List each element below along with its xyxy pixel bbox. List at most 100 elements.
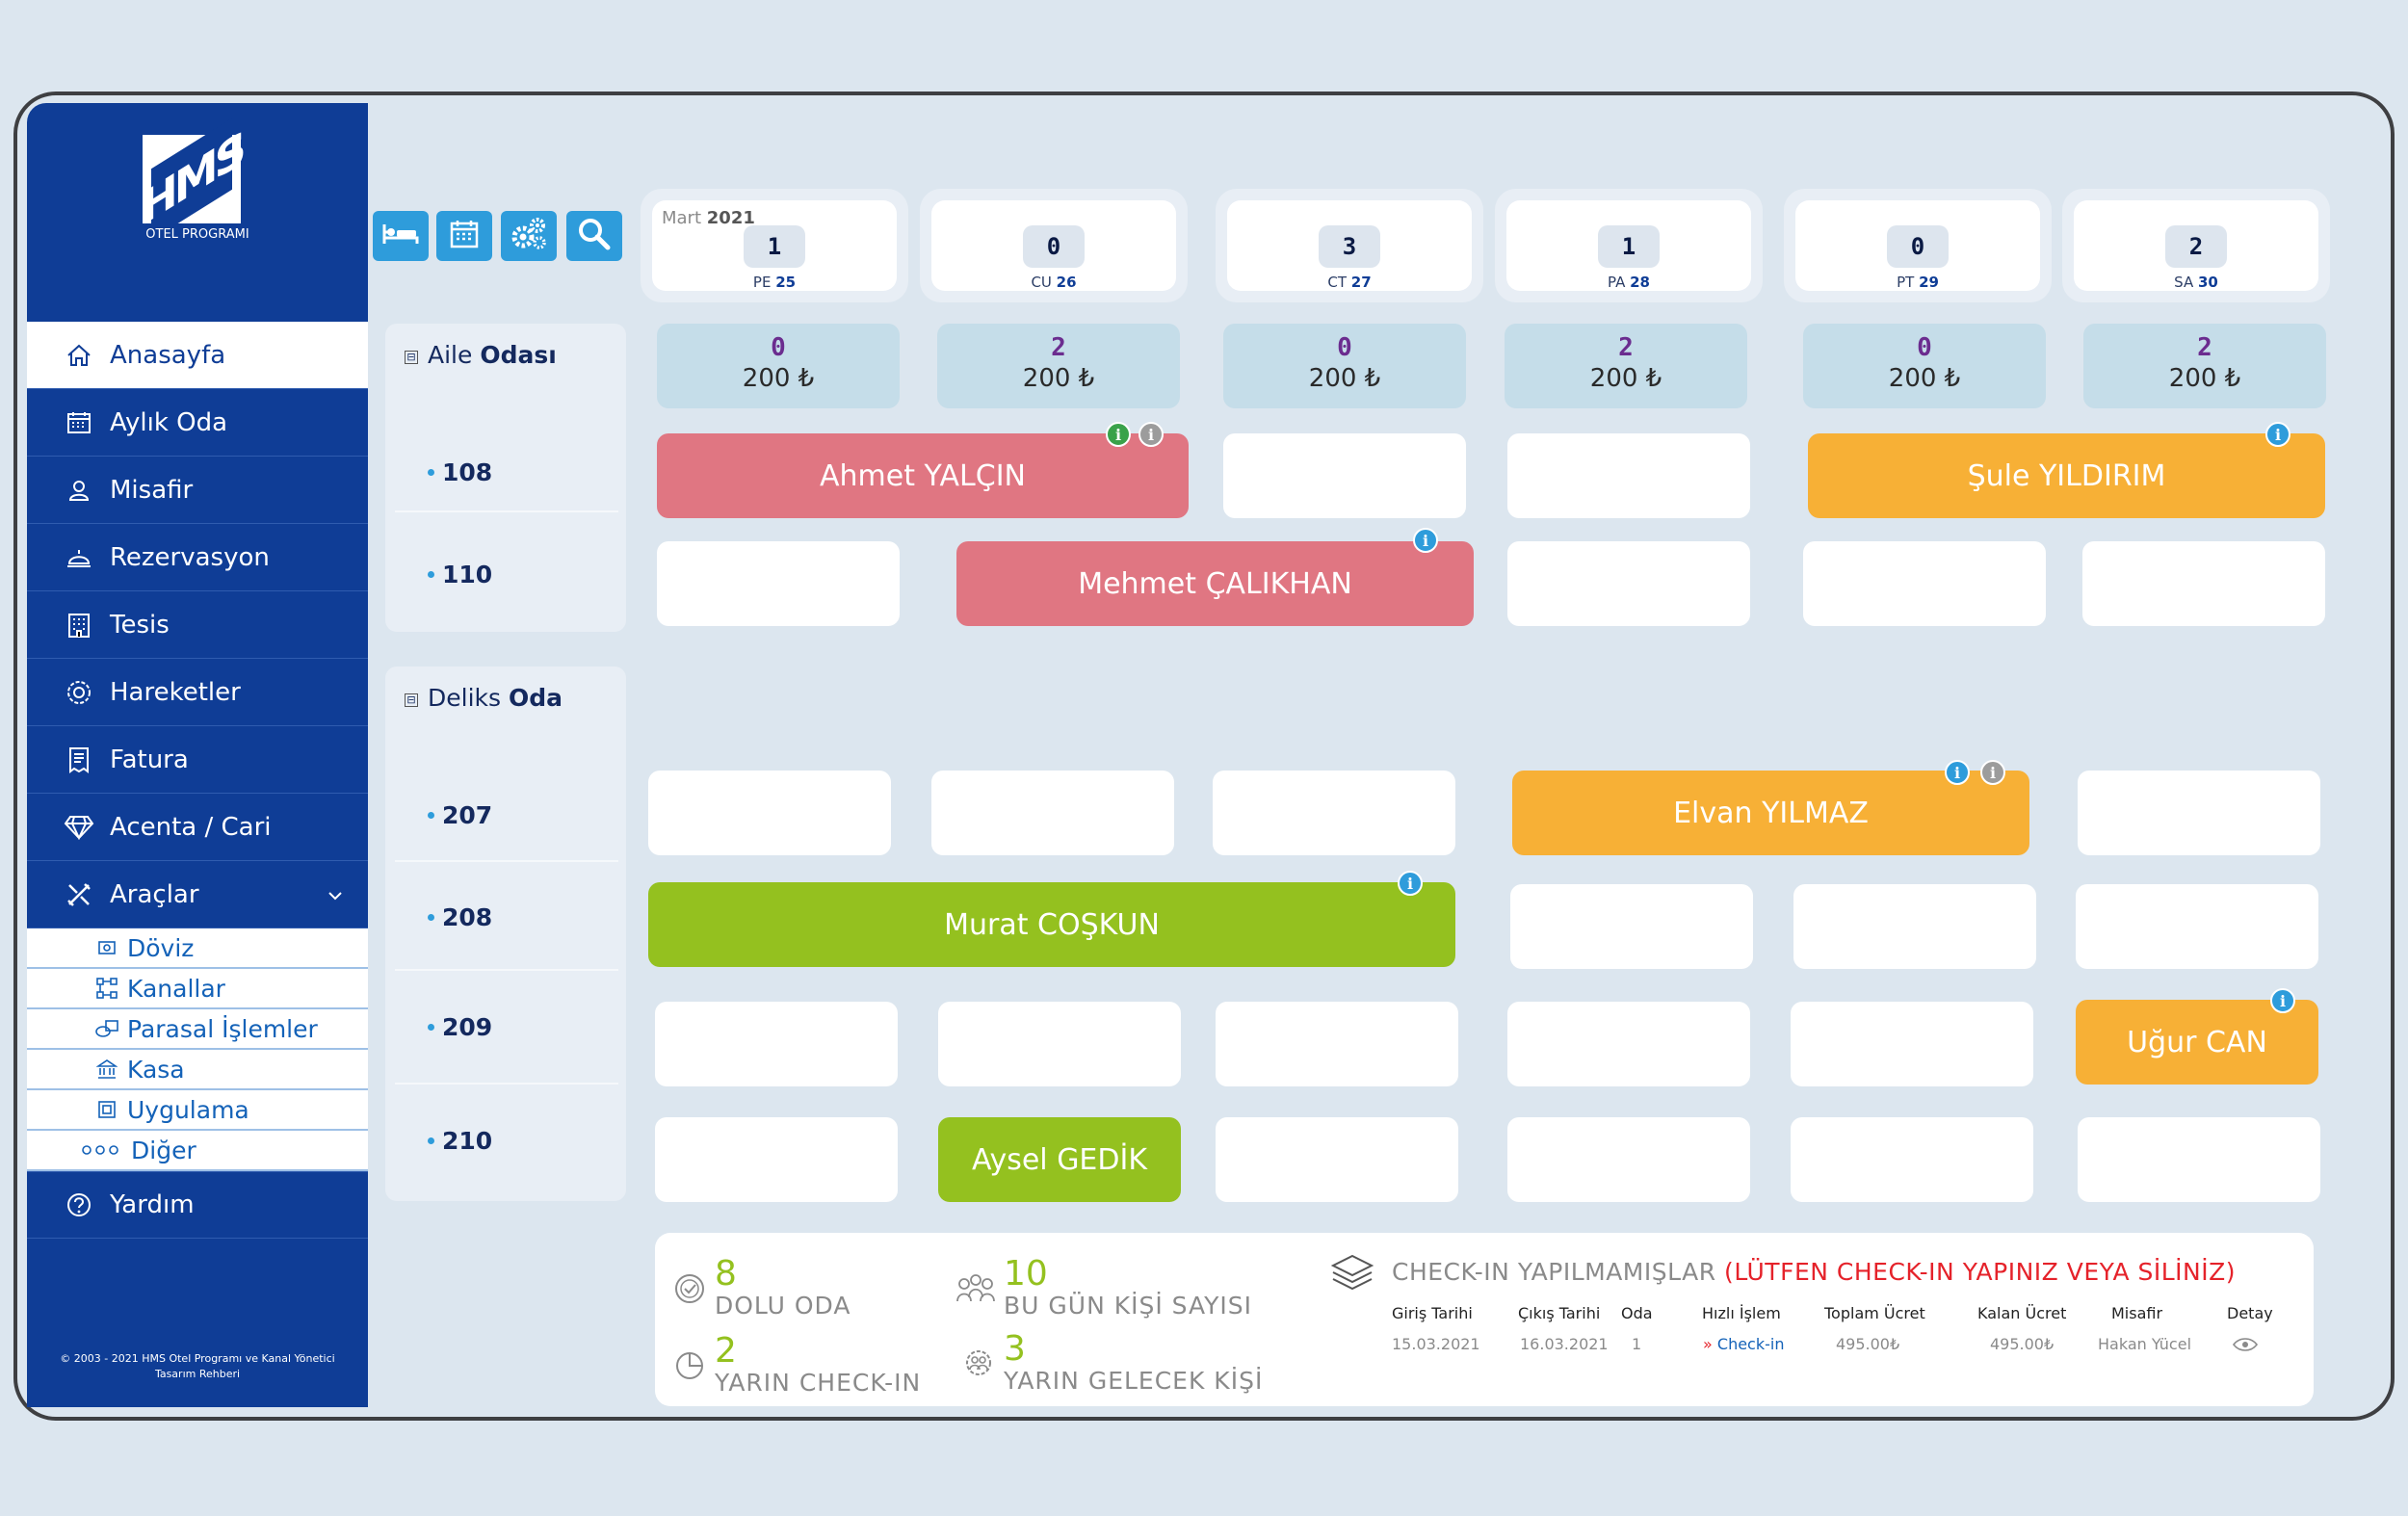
settings-button[interactable]: [501, 211, 557, 261]
info-icon[interactable]: i: [2265, 422, 2290, 447]
bank-icon: [94, 1057, 119, 1082]
chevron-down-icon[interactable]: [327, 882, 343, 906]
booking-bar[interactable]: Uğur CAN: [2076, 1000, 2318, 1085]
search-button[interactable]: [566, 211, 622, 261]
guest-last-name: CAN: [2205, 1025, 2267, 1059]
empty-cell[interactable]: [2082, 541, 2325, 626]
day-card[interactable]: 1 PA 28: [1495, 189, 1763, 302]
room-number[interactable]: 209: [428, 1013, 492, 1041]
empty-cell[interactable]: [1507, 1117, 1750, 1202]
sidebar-item-label: Fatura: [110, 745, 189, 774]
subitem-label: Kasa: [127, 1055, 185, 1084]
home-icon: [64, 340, 94, 371]
room-number[interactable]: 207: [428, 801, 492, 829]
sidebar-item-tesis[interactable]: Tesis: [27, 591, 368, 659]
sidebar-item-araclar[interactable]: Araçlar: [27, 861, 368, 928]
day-label: PA 28: [1506, 274, 1751, 291]
paren: ): [2225, 1258, 2237, 1286]
building-icon: [64, 610, 94, 640]
room-number[interactable]: 108: [428, 458, 492, 486]
rooms-view-button[interactable]: [373, 211, 429, 261]
booking-bar[interactable]: Elvan YILMAZ: [1512, 771, 2029, 855]
sidebar-item-acenta-cari[interactable]: Acenta / Cari: [27, 794, 368, 861]
subitem-uygulama[interactable]: Uygulama: [27, 1090, 368, 1131]
sidebar-item-label: Tesis: [110, 610, 170, 640]
eye-icon[interactable]: [2232, 1337, 2259, 1356]
sidebar-item-yardim[interactable]: Yardım: [27, 1171, 368, 1239]
empty-cell[interactable]: [1507, 541, 1750, 626]
subitem-doviz[interactable]: Döviz: [27, 928, 368, 969]
room-price: 200 ₺: [1308, 364, 1381, 393]
room-number[interactable]: 210: [428, 1127, 492, 1155]
room-group-title[interactable]: ⊟Aile Odası: [405, 341, 557, 369]
sidebar-item-fatura[interactable]: Fatura: [27, 726, 368, 794]
empty-cell[interactable]: [1213, 771, 1455, 855]
collapse-icon[interactable]: ⊟: [405, 693, 418, 707]
empty-cell[interactable]: [1510, 884, 1753, 969]
subitem-diger[interactable]: Diğer: [27, 1131, 368, 1171]
collapse-icon[interactable]: ⊟: [405, 351, 418, 364]
empty-cell[interactable]: [1223, 433, 1466, 518]
empty-cell[interactable]: [1791, 1117, 2033, 1202]
channels-icon: [94, 976, 119, 1001]
remaining-amount: 495.00₺: [1990, 1335, 2055, 1353]
room-number-text: 208: [442, 903, 493, 931]
booking-bar[interactable]: Mehmet ÇALIKHAN: [956, 541, 1474, 626]
sidebar-item-rezervasyon[interactable]: Rezervasyon: [27, 524, 368, 591]
empty-cell[interactable]: [1791, 1002, 2033, 1086]
day-card[interactable]: Mart 2021 1 PE 25: [641, 189, 908, 302]
empty-cell[interactable]: [1507, 1002, 1750, 1086]
sidebar-item-hareketler[interactable]: Hareketler: [27, 659, 368, 726]
empty-cell[interactable]: [1507, 433, 1750, 518]
calendar-view-button[interactable]: [436, 211, 492, 261]
day-card[interactable]: 0 CU 26: [920, 189, 1188, 302]
empty-cell[interactable]: [648, 771, 891, 855]
day-occupancy-count: 1: [744, 225, 805, 268]
sidebar-item-misafir[interactable]: Misafir: [27, 457, 368, 524]
empty-cell[interactable]: [655, 1117, 898, 1202]
subitem-kasa[interactable]: Kasa: [27, 1050, 368, 1090]
day-card[interactable]: 3 CT 27: [1216, 189, 1483, 302]
info-icon[interactable]: i: [1139, 422, 1164, 447]
room-number[interactable]: 208: [428, 903, 492, 931]
room-group-title[interactable]: ⊟Deliks Oda: [405, 684, 563, 712]
empty-cell[interactable]: [2078, 771, 2320, 855]
booking-bar[interactable]: Ahmet YALÇIN: [657, 433, 1189, 518]
empty-cell[interactable]: [1793, 884, 2036, 969]
day-of-week: PA: [1607, 274, 1626, 291]
booking-bar[interactable]: Şule YILDIRIM: [1808, 433, 2325, 518]
booking-bar[interactable]: Murat COŞKUN: [648, 882, 1455, 967]
info-icon[interactable]: i: [1398, 871, 1423, 896]
info-icon[interactable]: i: [1106, 422, 1131, 447]
empty-cell[interactable]: [1803, 541, 2046, 626]
room-number[interactable]: 110: [428, 561, 492, 588]
subitem-parasal-islemler[interactable]: Parasal İşlemler: [27, 1009, 368, 1050]
info-icon[interactable]: i: [1413, 528, 1438, 553]
empty-cell[interactable]: [657, 541, 900, 626]
empty-cell[interactable]: [1216, 1002, 1458, 1086]
empty-cell[interactable]: [655, 1002, 898, 1086]
empty-cell[interactable]: [938, 1002, 1181, 1086]
info-icon[interactable]: i: [2270, 988, 2295, 1013]
empty-cell[interactable]: [2076, 884, 2318, 969]
info-icon[interactable]: i: [1945, 760, 1970, 785]
day-card[interactable]: 2 SA 30: [2062, 189, 2330, 302]
info-icon[interactable]: i: [1980, 760, 2005, 785]
sidebar-item-anasayfa[interactable]: Anasayfa: [27, 322, 368, 389]
sidebar-item-aylik-oda[interactable]: Aylık Oda: [27, 389, 368, 457]
subitem-kanallar[interactable]: Kanallar: [27, 969, 368, 1009]
hms-logo[interactable]: HMS: [141, 118, 243, 241]
empty-cell[interactable]: [2078, 1117, 2320, 1202]
booking-bar[interactable]: Aysel GEDİK: [938, 1117, 1181, 1202]
day-card[interactable]: 0 PT 29: [1784, 189, 2052, 302]
empty-cell[interactable]: [931, 771, 1174, 855]
checkin-action-link[interactable]: » Check-in: [1703, 1335, 1784, 1353]
empty-cell[interactable]: [1216, 1117, 1458, 1202]
